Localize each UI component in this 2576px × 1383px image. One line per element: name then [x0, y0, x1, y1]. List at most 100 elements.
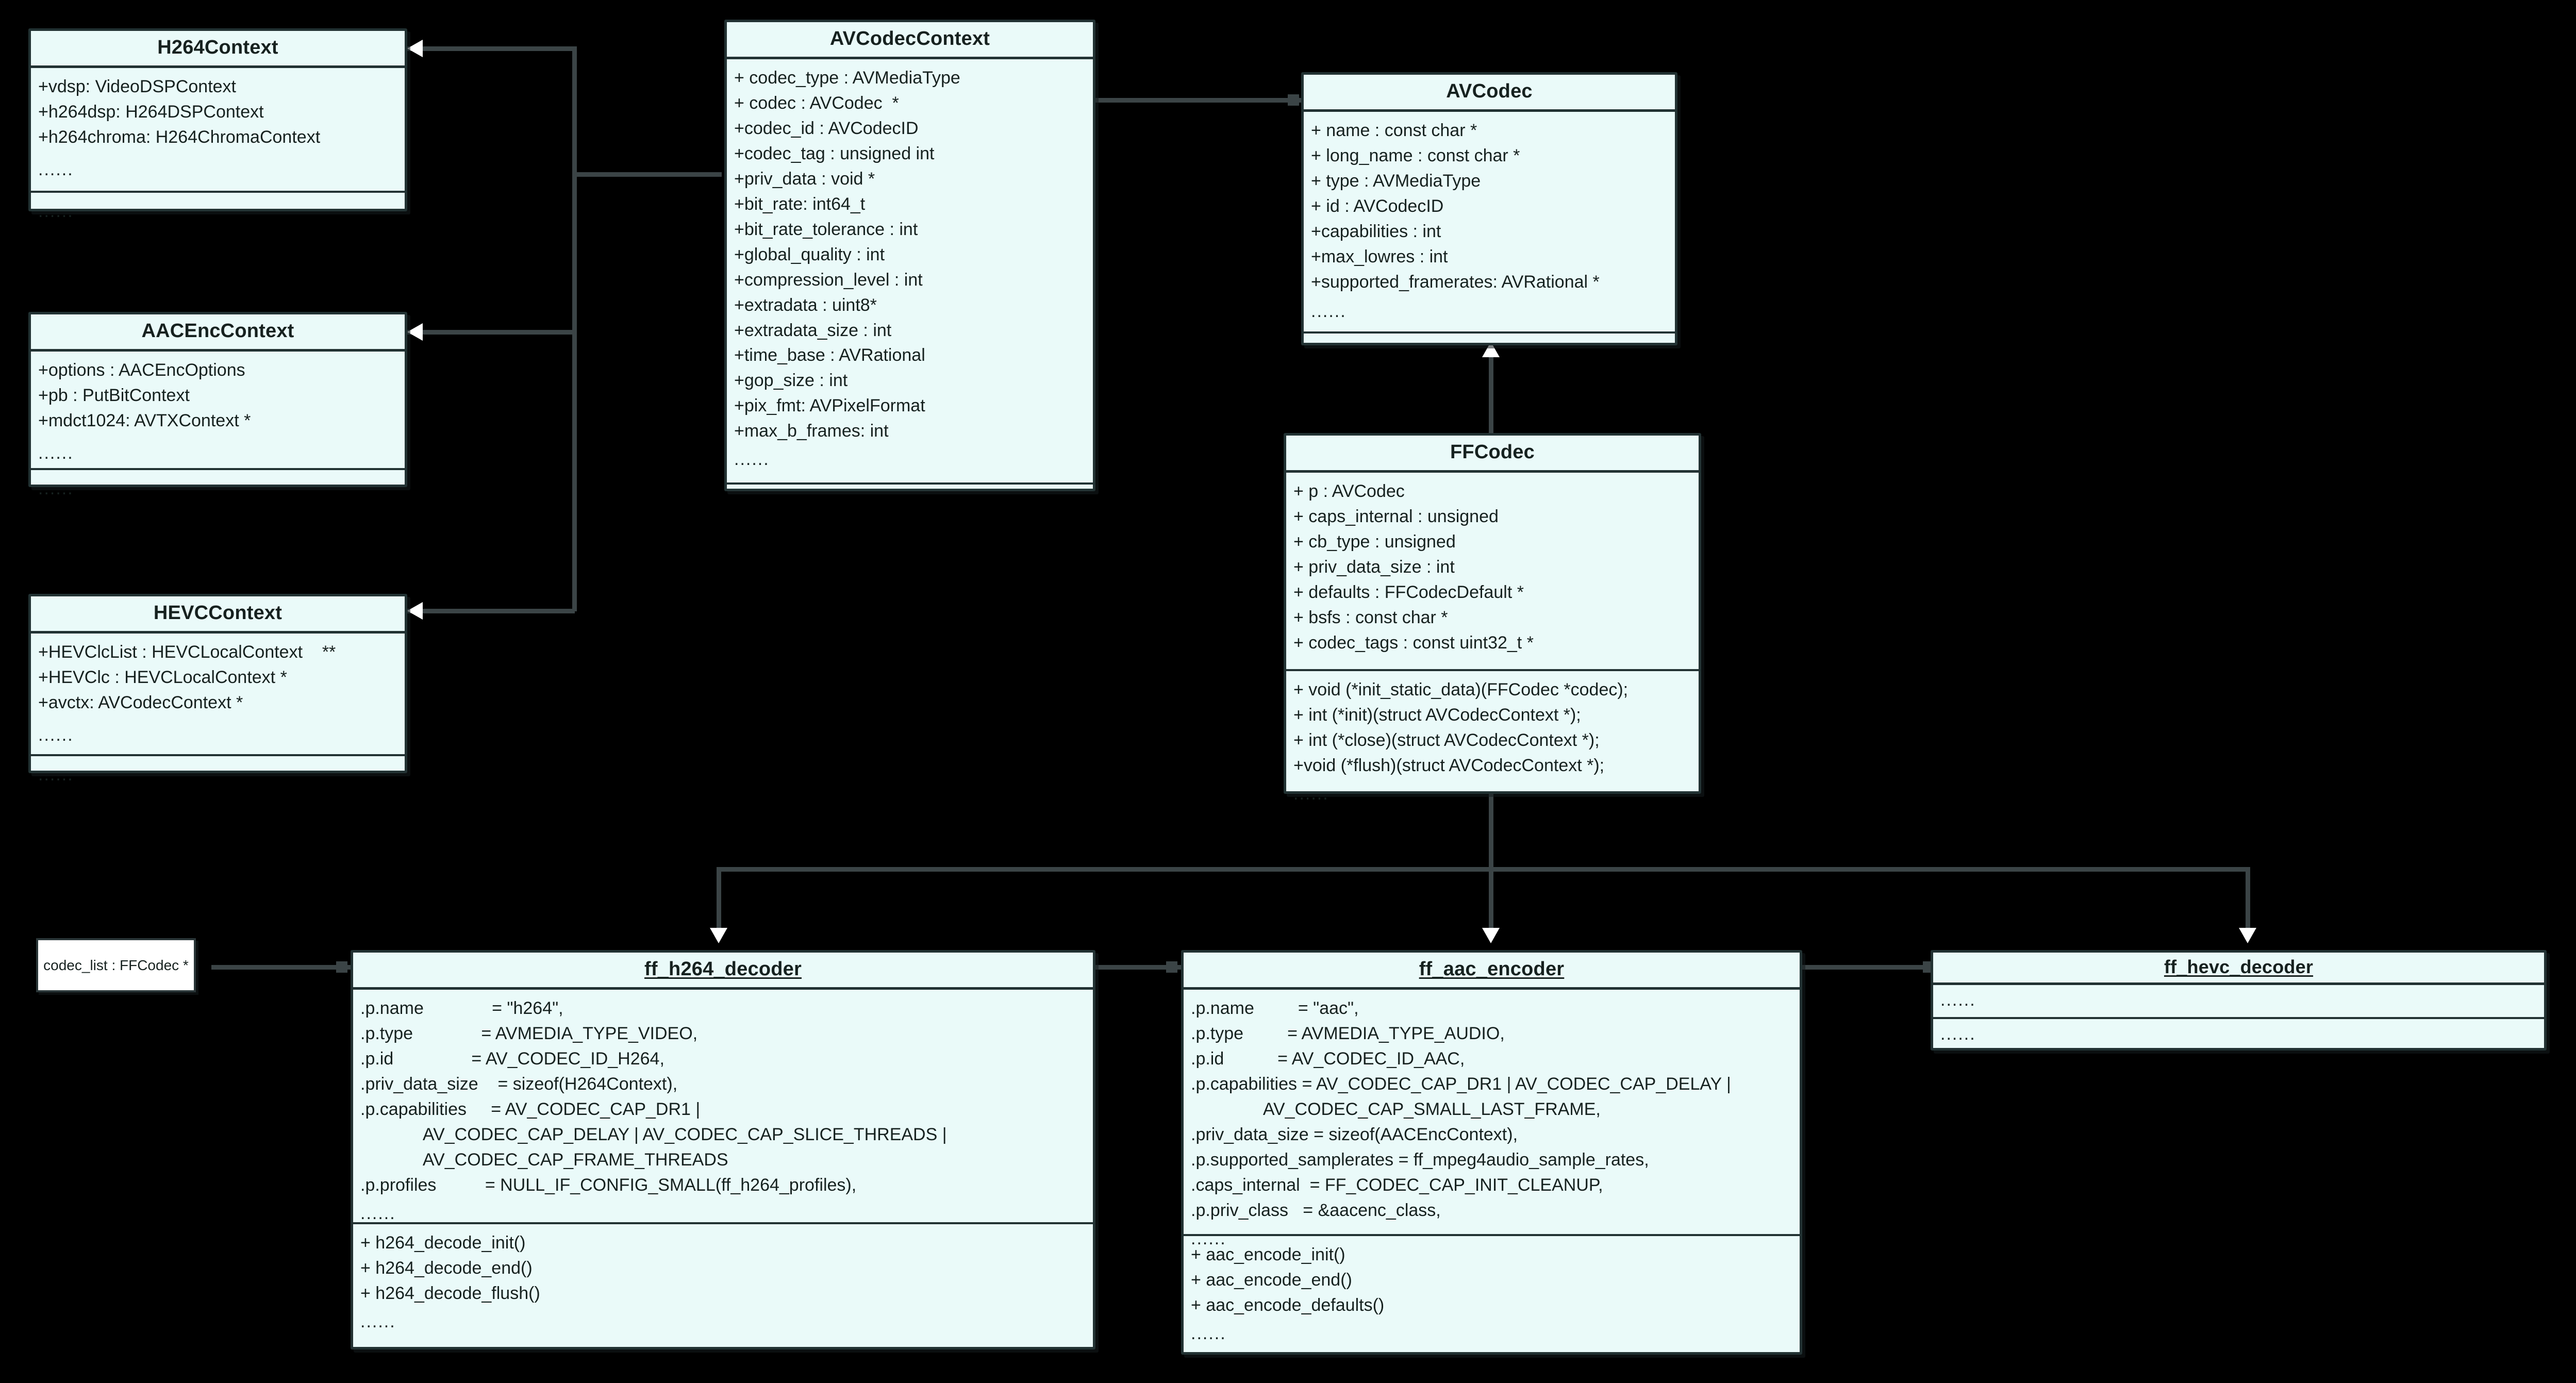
class-title-ff-hevc-decoder: ff_hevc_decoder — [1933, 953, 2544, 985]
edge-bus-to-h264decoder — [717, 867, 721, 931]
attribute-row: +pb : PutBitContext — [38, 385, 190, 405]
operations-ellipsis: ...... — [360, 1311, 396, 1331]
class-box-ffcodec[interactable]: FFCodec + p : AVCodec + caps_internal : … — [1284, 433, 1701, 804]
operation-row: + aac_encode_defaults() — [1191, 1295, 1385, 1315]
attribute-row: + id : AVCodecID — [1311, 196, 1444, 216]
attributes-ellipsis: ...... — [38, 725, 74, 745]
attribute-row: +extradata_size : int — [734, 320, 892, 340]
attribute-row: .p.id = AV_CODEC_ID_H264, — [360, 1048, 664, 1069]
attribute-row: + type : AVMediaType — [1311, 171, 1481, 191]
attribute-row: + bsfs : const char * — [1293, 607, 1448, 627]
class-attributes-ff-h264-decoder: .p.name = "h264", .p.type = AVMEDIA_TYPE… — [353, 990, 1093, 1224]
attribute-row: .p.name = "h264", — [360, 998, 563, 1018]
attribute-row: +bit_rate: int64_t — [734, 194, 866, 214]
attribute-row: .caps_internal = FF_CODEC_CAP_INIT_CLEAN… — [1191, 1175, 1603, 1195]
class-attributes-ff-aac-encoder: .p.name = "aac", .p.type = AVMEDIA_TYPE_… — [1184, 990, 1800, 1248]
arrowhead-aacencoder — [1482, 928, 1500, 943]
attributes-ellipsis: ...... — [38, 159, 74, 179]
attributes-ellipsis: ...... — [1311, 301, 1347, 321]
class-operations-ff-aac-encoder: + aac_encode_init() + aac_encode_end() +… — [1184, 1236, 1800, 1354]
class-attributes-hevccontext: +HEVClcList : HEVCLocalContext ** +HEVCl… — [31, 634, 405, 756]
class-title-aacenccontext: AACEncContext — [31, 314, 405, 352]
operation-row: + int (*init)(struct AVCodecContext *); — [1293, 705, 1581, 725]
class-attributes-ffcodec: + p : AVCodec + caps_internal : unsigned… — [1286, 473, 1699, 671]
class-title-ff-h264-decoder: ff_h264_decoder — [353, 953, 1093, 990]
attribute-row: +global_quality : int — [734, 244, 885, 264]
edge-ffcodec-to-avcodec — [1489, 356, 1493, 434]
edge-codeclist-to-h264decoder — [211, 965, 351, 970]
attribute-row: + long_name : const char * — [1311, 145, 1520, 165]
attribute-row: .p.priv_class = &aacenc_class, — [1191, 1200, 1441, 1220]
edge-bottom-bus — [717, 867, 2250, 872]
attribute-row: +options : AACEncOptions — [38, 360, 245, 380]
attribute-row: AV_CODEC_CAP_SMALL_LAST_FRAME, — [1191, 1099, 1601, 1119]
class-operations-ff-hevc-decoder: ...... — [1933, 1019, 2544, 1051]
attribute-row: .p.supported_samplerates = ff_mpeg4audio… — [1191, 1149, 1649, 1170]
operations-ellipsis: ...... — [38, 479, 74, 498]
attributes-ellipsis: ...... — [1191, 1228, 1226, 1248]
class-attributes-ff-hevc-decoder: ...... — [1933, 985, 2544, 1019]
class-title-hevccontext: HEVCContext — [31, 596, 405, 634]
attribute-row: +avctx: AVCodecContext * — [38, 692, 243, 712]
edge-bus-to-hevcdecoder — [2246, 867, 2250, 931]
class-box-ff-h264-decoder[interactable]: ff_h264_decoder .p.name = "h264", .p.typ… — [351, 950, 1095, 1349]
operations-ellipsis: ...... — [38, 202, 74, 221]
attribute-row: +HEVClc : HEVCLocalContext * — [38, 667, 287, 687]
arrowhead-aacenccontext — [407, 323, 423, 341]
operation-row: +void (*flush)(struct AVCodecContext *); — [1293, 755, 1605, 775]
edge-terminator-avcodec — [1288, 94, 1299, 106]
edge-ffcodec-down — [1489, 794, 1493, 871]
edge-trunk-to-hevccontext — [407, 609, 575, 613]
operation-row: + aac_encode_init() — [1191, 1245, 1345, 1264]
attribute-row: +max_b_frames: int — [734, 421, 889, 441]
operation-row: + int (*close)(struct AVCodecContext *); — [1293, 730, 1600, 750]
attribute-row: .p.type = AVMEDIA_TYPE_VIDEO, — [360, 1023, 698, 1043]
operations-ellipsis: ...... — [1191, 1323, 1226, 1343]
attribute-row: +gop_size : int — [734, 371, 848, 391]
edge-bus-to-aacencoder — [1489, 867, 1493, 931]
attribute-row: +codec_tag : unsigned int — [734, 143, 935, 163]
attribute-row: +h264dsp: H264DSPContext — [38, 102, 264, 122]
attribute-row: +max_lowres : int — [1311, 246, 1448, 266]
arrowhead-h264decoder — [710, 928, 727, 943]
class-box-h264context[interactable]: H264Context +vdsp: VideoDSPContext +h264… — [28, 28, 407, 221]
class-box-hevccontext[interactable]: HEVCContext +HEVClcList : HEVCLocalConte… — [28, 594, 407, 785]
attribute-row: + codec_tags : const uint32_t * — [1293, 632, 1534, 653]
class-box-ff-aac-encoder[interactable]: ff_aac_encoder .p.name = "aac", .p.type … — [1181, 950, 1802, 1355]
class-box-aacenccontext[interactable]: AACEncContext +options : AACEncOptions +… — [28, 312, 407, 498]
attribute-row: +extradata : uint8* — [734, 295, 877, 315]
class-attributes-aacenccontext: +options : AACEncOptions +pb : PutBitCon… — [31, 352, 405, 470]
class-operations-avcodeccontext — [727, 485, 1093, 498]
attribute-row: +supported_framerates: AVRational * — [1311, 272, 1600, 292]
arrowhead-h264context — [407, 40, 423, 57]
class-box-avcodeccontext[interactable]: AVCodecContext + codec_type : AVMediaTyp… — [724, 20, 1095, 491]
attribute-row: + caps_internal : unsigned — [1293, 506, 1499, 526]
note-codec-list-label: codec_list : FFCodec * — [43, 957, 189, 973]
attribute-row: .p.profiles = NULL_IF_CONFIG_SMALL(ff_h2… — [360, 1175, 857, 1195]
class-attributes-avcodec: + name : const char * + long_name : cons… — [1304, 112, 1675, 334]
edge-trunk-to-aacenccontext — [407, 330, 575, 335]
attribute-row: .p.name = "aac", — [1191, 998, 1359, 1018]
operation-row: + h264_decode_flush() — [360, 1283, 540, 1303]
class-operations-ff-h264-decoder: + h264_decode_init() + h264_decode_end()… — [353, 1224, 1093, 1342]
operations-ellipsis: ...... — [38, 765, 74, 785]
attribute-row: AV_CODEC_CAP_DELAY | AV_CODEC_CAP_SLICE_… — [360, 1124, 947, 1144]
attribute-row: +h264chroma: H264ChromaContext — [38, 127, 321, 147]
attribute-row: +priv_data : void * — [734, 169, 875, 189]
attribute-row: .p.capabilities = AV_CODEC_CAP_DR1 | — [360, 1099, 701, 1119]
class-operations-avcodec — [1304, 334, 1675, 347]
edge-h264decoder-to-aacencoder — [1095, 965, 1181, 970]
attribute-row: .priv_data_size = sizeof(H264Context), — [360, 1074, 678, 1094]
edge-avcodeccontext-to-avcodec — [1005, 98, 1302, 103]
attributes-ellipsis: ...... — [38, 443, 74, 463]
note-codec-list[interactable]: codec_list : FFCodec * — [36, 938, 196, 992]
operation-row: + h264_decode_init() — [360, 1233, 526, 1253]
class-box-avcodec[interactable]: AVCodec + name : const char * + long_nam… — [1301, 72, 1677, 345]
attribute-row: .p.capabilities = AV_CODEC_CAP_DR1 | AV_… — [1191, 1074, 1731, 1094]
attribute-row: + codec_type : AVMediaType — [734, 68, 960, 88]
attribute-row: .priv_data_size = sizeof(AACEncContext), — [1191, 1124, 1518, 1144]
class-operations-h264context: ...... — [31, 193, 405, 231]
class-attributes-h264context: +vdsp: VideoDSPContext +h264dsp: H264DSP… — [31, 68, 405, 193]
class-box-ff-hevc-decoder[interactable]: ff_hevc_decoder ...... ...... — [1931, 950, 2547, 1051]
attribute-row: + p : AVCodec — [1293, 481, 1405, 501]
